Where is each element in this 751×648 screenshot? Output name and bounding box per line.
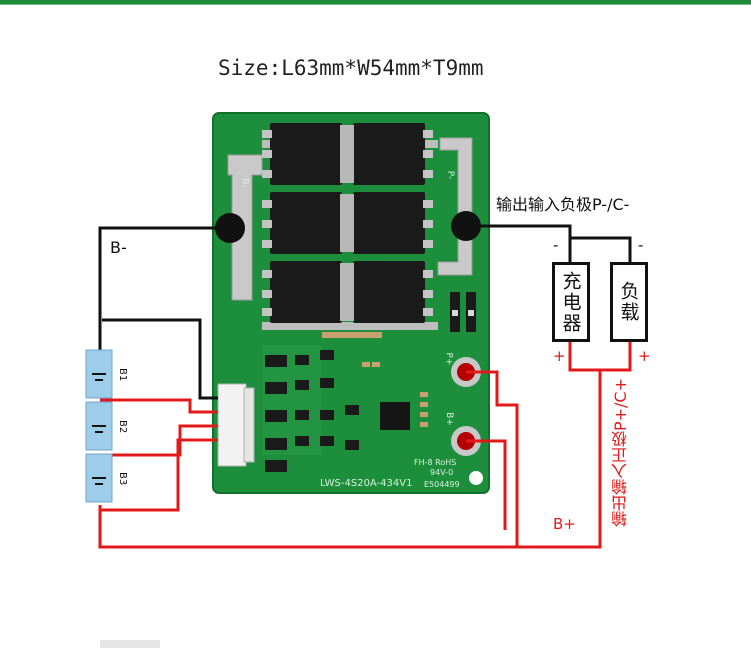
load-plus-sign: + — [638, 347, 651, 365]
pcb-pad-b-plus: B+ — [443, 412, 454, 426]
board-size-label: Size:L63mm*W54mm*T9mm — [218, 56, 484, 80]
smd-components — [262, 292, 476, 472]
bottom-strip — [100, 640, 160, 648]
pcb-rating-text: 94V-0 — [430, 468, 454, 477]
mosfet-group — [262, 123, 433, 323]
positive-terminal-label: 输出输入正极P+/C+ — [611, 378, 630, 528]
load-label: 负载 — [617, 281, 640, 323]
cell-label-b3: B3 — [117, 472, 128, 486]
b-plus-label: B+ — [553, 515, 576, 533]
b-minus-label: B- — [110, 238, 127, 257]
negative-terminal-label: 输出输入负极P-/C- — [496, 195, 630, 214]
charger-label: 充电器 — [559, 270, 582, 334]
pcb-code-text: E504499 — [424, 480, 460, 489]
red-wires — [98, 340, 632, 549]
window-top-border-line — [0, 4, 751, 5]
pcb-pad-p-plus: P+ — [443, 352, 454, 366]
black-wires — [98, 224, 632, 400]
pcb-model-text: LWS-4S20A-434V1 — [320, 478, 413, 489]
window-top-border — [0, 0, 751, 4]
charger-minus-sign: - — [553, 236, 559, 254]
cell-label-b2: B2 — [117, 420, 128, 434]
load-minus-sign: - — [638, 236, 644, 254]
load-box: 负载 — [610, 262, 648, 342]
pcb-rohs-text: FH-8 RoHS — [414, 458, 457, 467]
charger-plus-sign: + — [553, 347, 566, 365]
cell-label-b1: B1 — [117, 368, 128, 382]
battery-cells — [85, 349, 113, 503]
pcb-board — [212, 112, 490, 494]
pcb-pad-b-minus: B- — [239, 178, 250, 188]
pcb-pad-p-minus: P- — [445, 170, 456, 180]
charger-box: 充电器 — [552, 262, 590, 342]
